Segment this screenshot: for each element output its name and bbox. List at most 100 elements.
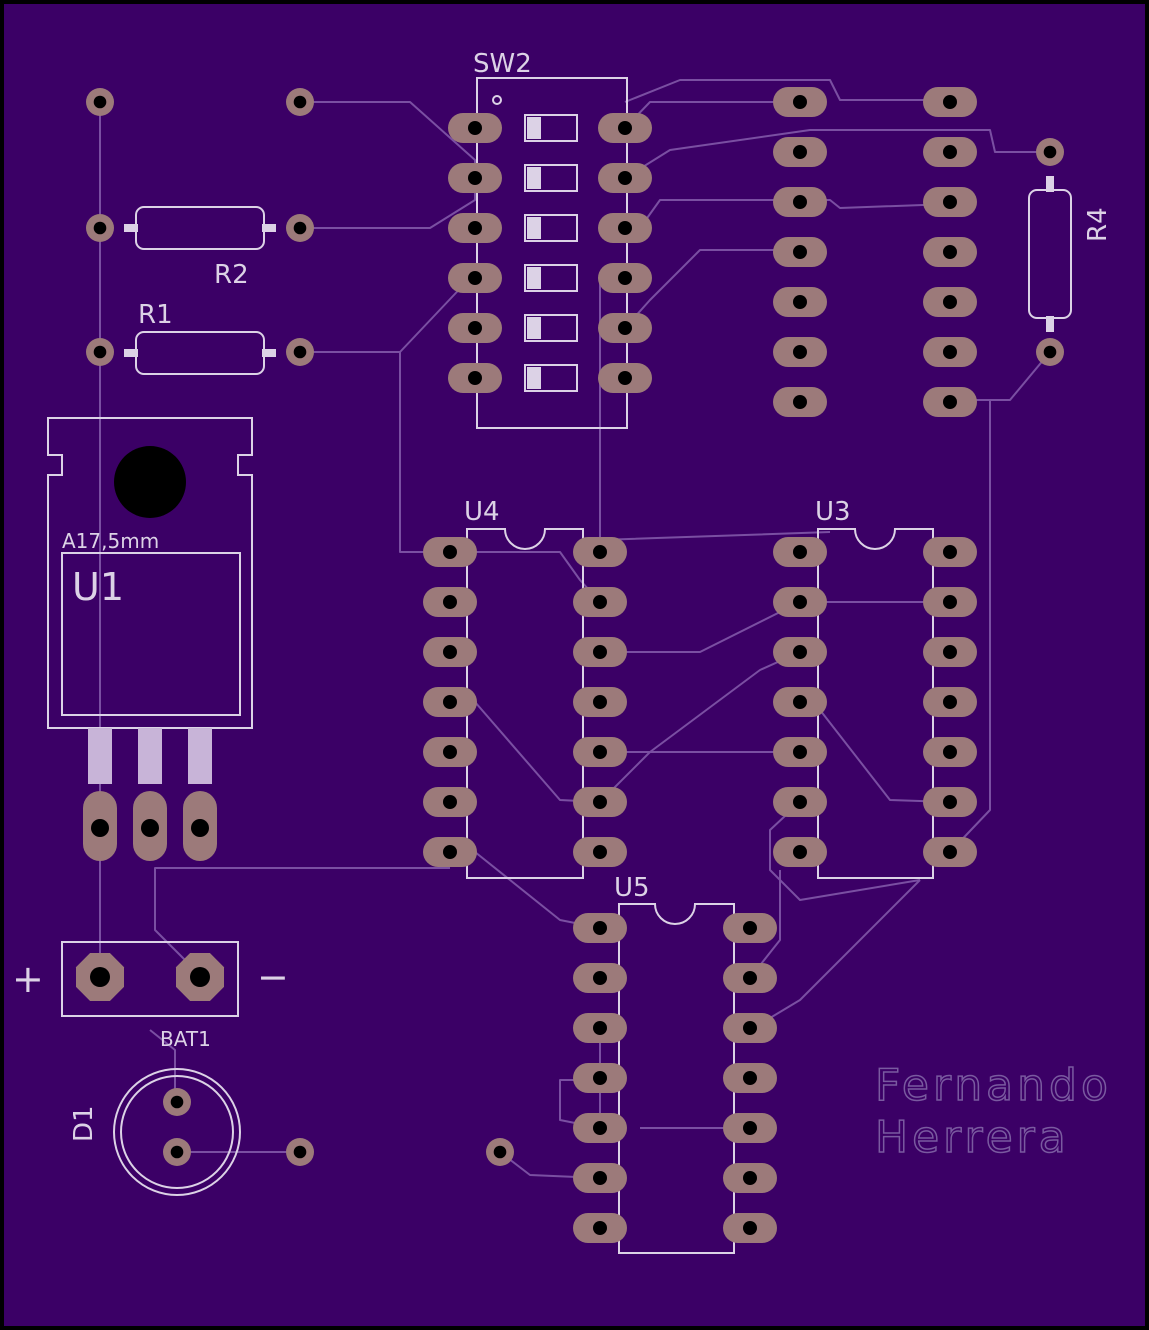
u5-pad-drill [593,1221,607,1235]
u1-label: U1 [72,565,124,609]
header-pad-drill [793,395,807,409]
u4-label: U4 [464,497,500,527]
u4-pad-drill [593,745,607,759]
pads [76,87,1064,1243]
bat1-pad-plus-drill [90,967,110,987]
header-pad-drill [793,145,807,159]
silkscreen [47,77,1072,1254]
sw2-pin1-marker [492,95,502,105]
u5-outline [618,903,735,1254]
u4-pad-drill [593,845,607,859]
u5-pad-drill [593,971,607,985]
header-pad-drill [943,245,957,259]
d1-pad-drill [170,1145,184,1159]
u3-pad-drill [943,695,957,709]
u3-pad-drill [793,645,807,659]
header-pad-drill [793,295,807,309]
sw2-pad-drill [468,271,482,285]
u5-pad-drill [743,921,757,935]
u4-pad-drill [443,745,457,759]
u3-pad-drill [943,745,957,759]
bat1-pad-minus-drill [190,967,210,987]
u3-pad-drill [943,845,957,859]
r1-label: R1 [138,300,173,330]
d1-outline [113,1068,241,1196]
r-pad-drill [293,95,307,109]
sw2-pad-drill [618,171,632,185]
u5-pad-drill [593,1171,607,1185]
dip-switch-knob [527,117,541,139]
header-pad-drill [793,345,807,359]
header-pad-drill [793,95,807,109]
r1-pad-drill [293,345,307,359]
dip-switch-window [524,264,578,292]
dip-switch-window [524,114,578,142]
header-pad-drill [793,195,807,209]
dip-switch-window [524,314,578,342]
u4-pad-drill [593,545,607,559]
r4-label: R4 [1083,207,1113,242]
u3-pad-drill [793,845,807,859]
u1-pin-drill [141,819,159,837]
r2-pad-drill [293,221,307,235]
dip-switch-knob [527,317,541,339]
u1-pin-drill [91,819,109,837]
via-pad-drill [293,1145,307,1159]
r-pad-drill [93,95,107,109]
r2-pad-drill [93,221,107,235]
u4-pad-drill [593,595,607,609]
u3-pad-drill [943,645,957,659]
r1-pad-drill [93,345,107,359]
dip-switch-knob [527,267,541,289]
u1-mount-hole [114,446,186,518]
u3-pad-drill [943,795,957,809]
via-pad-drill [493,1145,507,1159]
u5-pad-drill [743,1121,757,1135]
u4-pad-drill [443,695,457,709]
dip-switch-window [524,214,578,242]
u3-pad-drill [793,795,807,809]
u3-pad-drill [943,595,957,609]
u5-pad-drill [743,1221,757,1235]
u1-pin-drill [191,819,209,837]
u5-pad-drill [593,1021,607,1035]
bat-plus-label: + [12,957,44,1001]
u4-pad-drill [443,645,457,659]
sw2-pad-drill [468,371,482,385]
u1-outline [47,417,253,729]
sw2-label: SW2 [473,49,532,79]
u4-pad-drill [443,545,457,559]
u4-pad-drill [443,795,457,809]
u1-note-label: A17,5mm [62,529,159,553]
u5-pad-drill [593,921,607,935]
u5-pad-drill [743,1021,757,1035]
r4-pad-drill [1043,345,1057,359]
d1-label: D1 [69,1105,99,1142]
sw2-pad-drill [618,271,632,285]
u3-pad-drill [793,695,807,709]
sw2-pad-drill [618,121,632,135]
r4-pad-drill [1043,145,1057,159]
dip-switch-knob [527,167,541,189]
sw2-pad-drill [468,321,482,335]
u3-outline [817,528,934,879]
sw2-outline [476,77,628,429]
header-pad-drill [943,95,957,109]
u4-pad-drill [443,845,457,859]
sw2-pad-drill [618,321,632,335]
bat1-outline [61,941,239,1017]
u4-pad-drill [593,695,607,709]
r2-label: R2 [214,260,249,290]
sw2-pad-drill [468,221,482,235]
header-pad-drill [943,195,957,209]
u4-pad-drill [443,595,457,609]
u4-pad-drill [593,795,607,809]
header-pad-drill [943,395,957,409]
d1-inner-outline [120,1075,234,1189]
dip-switch-knob [527,367,541,389]
sw2-pad-drill [618,371,632,385]
bat1-label: BAT1 [160,1027,211,1051]
watermark-line2: Herrera [875,1112,1070,1163]
u3-pad-drill [793,595,807,609]
